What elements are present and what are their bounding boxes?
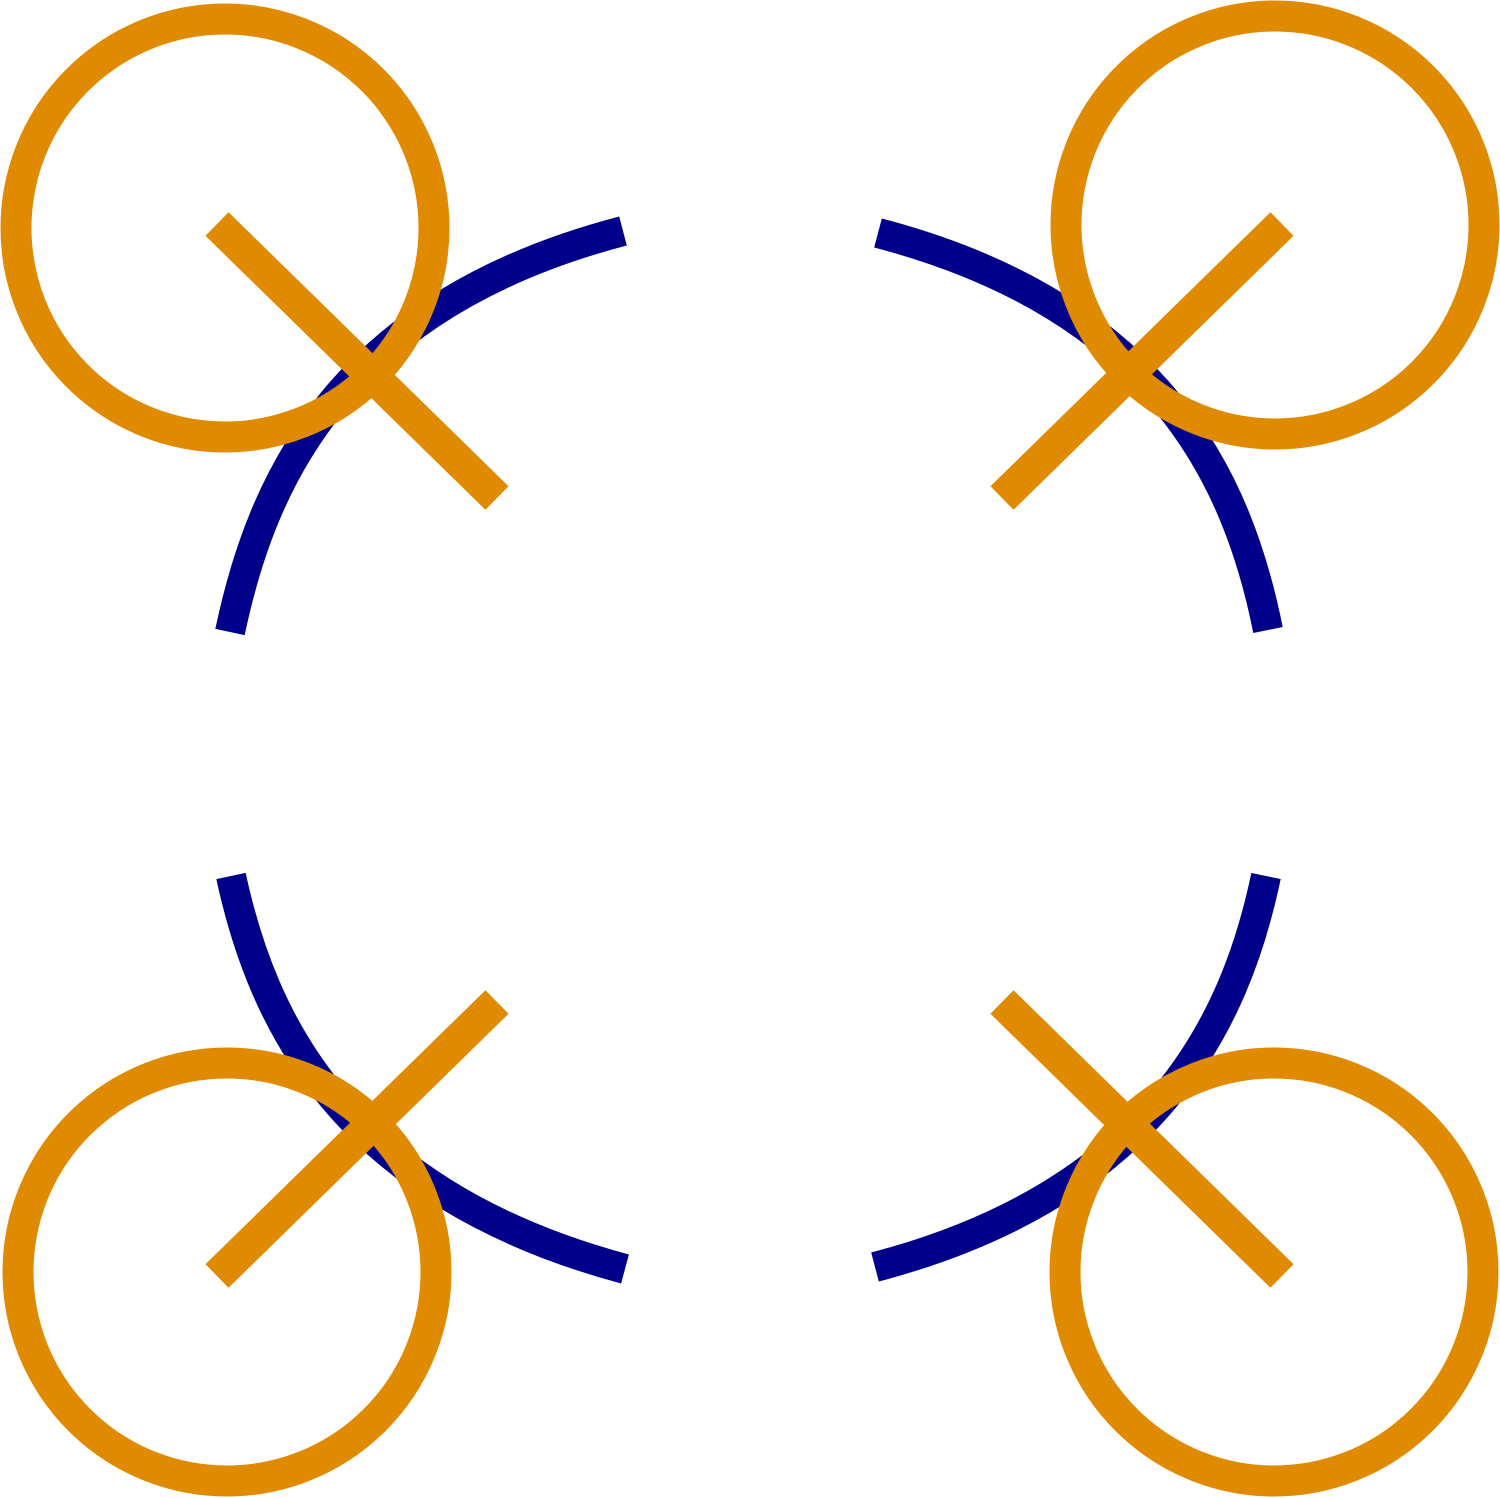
rotor-ring-bottom-right (1049, 1047, 1499, 1497)
rotor-ring-bottom-left (2, 1047, 452, 1497)
rotor-ring-top-right (1050, 0, 1500, 450)
rotor-arm-bottom-left (205, 990, 509, 1288)
rotor-arm-bottom-right (990, 990, 1294, 1288)
rotor-arm-top-right (990, 212, 1294, 510)
rotor-ring-top-left (0, 3, 450, 453)
rotor-arms (205, 212, 1294, 1288)
rotor-arm-top-left (205, 212, 509, 510)
